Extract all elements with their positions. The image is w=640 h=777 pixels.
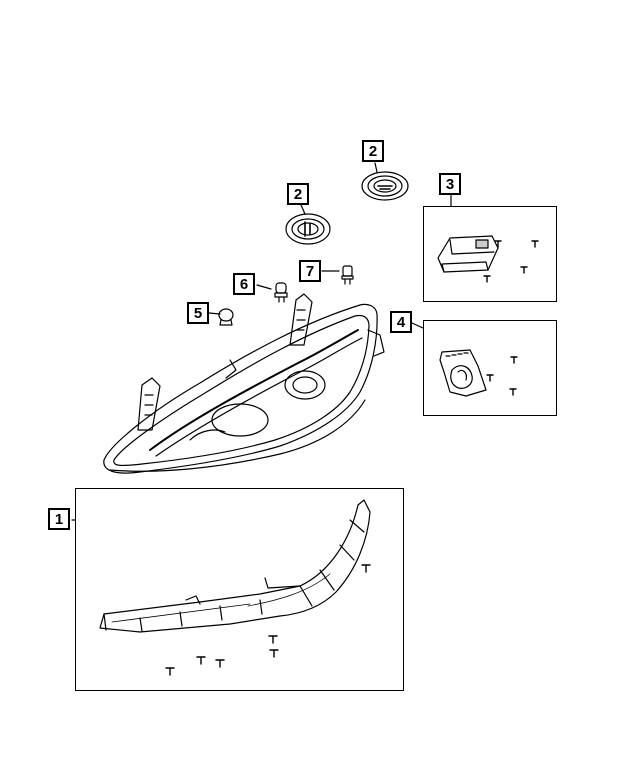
group-box-3 xyxy=(423,206,557,302)
leader-6 xyxy=(256,284,272,290)
leader-2-top xyxy=(374,162,378,173)
callout-5: 5 xyxy=(187,302,209,324)
bulb-7-icon xyxy=(341,265,354,285)
headlamp-trim-bracket-icon xyxy=(99,499,371,633)
group-box-4 xyxy=(423,320,557,416)
leader-5 xyxy=(208,312,221,315)
callout-1: 1 xyxy=(48,508,70,530)
bulb-6-icon xyxy=(274,282,288,303)
callout-2-lower: 2 xyxy=(287,183,309,205)
group-box-1 xyxy=(75,488,404,691)
screw-icon xyxy=(483,240,539,283)
callout-2-upper: 2 xyxy=(362,140,384,162)
callout-6: 6 xyxy=(233,273,255,295)
callout-7: 7 xyxy=(299,260,321,282)
socket-5-icon xyxy=(218,308,234,326)
headlamp-seal-lower-icon xyxy=(285,213,331,245)
screw-icon xyxy=(486,356,518,396)
leader-2-mid xyxy=(300,204,306,215)
adaptive-module-icon xyxy=(439,349,487,397)
leader-4 xyxy=(411,322,424,329)
screw-icon xyxy=(165,564,371,676)
headlamp-seal-upper-icon xyxy=(361,171,409,201)
headlamp-assembly-icon xyxy=(103,293,385,474)
ballast-module-icon xyxy=(437,235,499,273)
callout-3: 3 xyxy=(439,173,461,195)
callout-4: 4 xyxy=(390,311,412,333)
